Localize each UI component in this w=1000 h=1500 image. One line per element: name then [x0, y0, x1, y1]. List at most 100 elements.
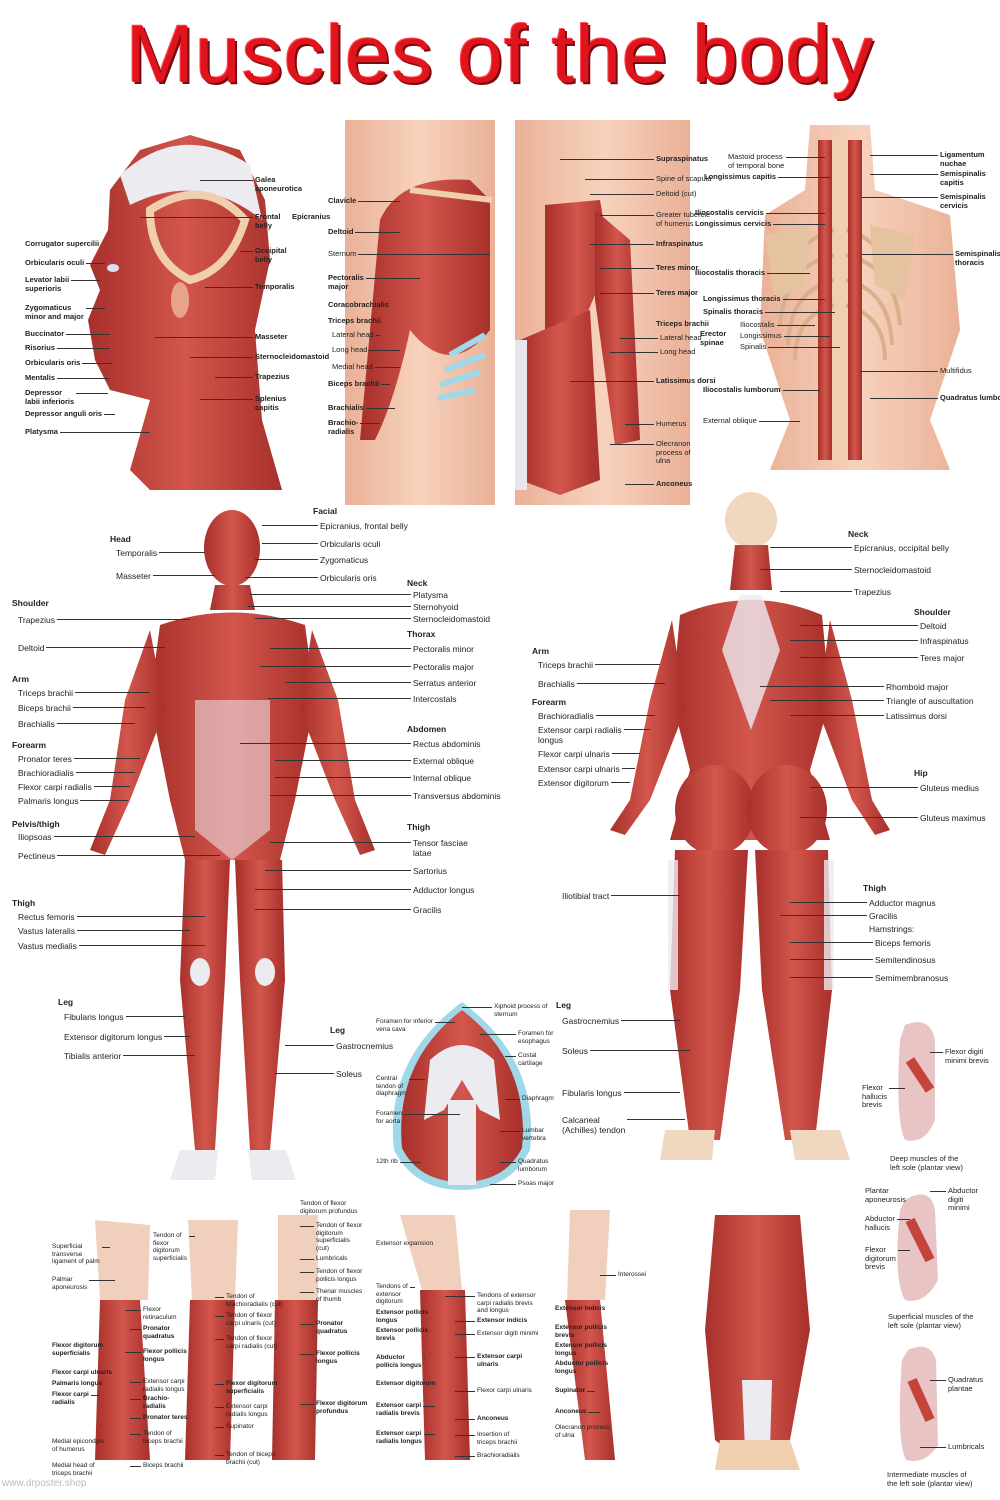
label-biceps-brachii: Biceps brachii: [328, 379, 380, 388]
leader-line: [588, 1412, 600, 1413]
label-spine-of-scapula: Spine of scapula: [656, 174, 712, 183]
label-ligamentum-nuchae: Ligamentum nuchae: [940, 150, 985, 168]
leader-line: [365, 278, 420, 279]
label-medial-head-of-triceps-brachii: Medial head of triceps brachii: [52, 1462, 95, 1477]
leader-line: [778, 177, 830, 178]
label-quadratus-lumborum: Quadratus lumborum: [518, 1158, 549, 1173]
label-infraspinatus: Infraspinatus: [656, 239, 704, 248]
heading-neck: Neck: [407, 578, 428, 588]
label-fibularis-longus: Fibularis longus: [64, 1012, 124, 1022]
leader-line: [600, 215, 654, 216]
label-soleus: Soleus: [336, 1069, 362, 1079]
label-orbicularis-oris: Orbicularis oris: [25, 358, 81, 367]
leader-line: [408, 1079, 425, 1080]
leader-line: [790, 959, 873, 960]
label-flexor-carpi-ulnaris: Flexor carpi ulnaris: [52, 1369, 112, 1376]
label-pronator-teres: Pronator teres: [143, 1414, 188, 1421]
leader-line: [215, 1427, 224, 1428]
leader-line: [455, 1321, 475, 1322]
label-serratus-anterior: Serratus anterior: [413, 678, 477, 688]
label-depressor-anguli-oris: Depressor anguli oris: [25, 409, 103, 418]
leader-line: [300, 1292, 314, 1293]
label-brachio-radialis: Brachio- radialis: [143, 1395, 170, 1410]
label-flexor-pollicis-longus: Flexor pollicis longus: [316, 1350, 360, 1365]
leader-line: [130, 1466, 141, 1467]
label-orbicularis-oculi: Orbicularis oculi: [320, 539, 381, 549]
label-deltoid-cut: Deltoid (cut): [656, 189, 697, 198]
label-semimembranosus: Semimembranosus: [875, 973, 949, 983]
leader-line: [455, 1435, 475, 1436]
leader-line: [782, 299, 825, 300]
label-flexor-retinaculum: Flexor retinaculum: [143, 1306, 177, 1321]
anterior-body-figure: [90, 510, 375, 1180]
leader-line: [621, 1020, 680, 1021]
label-deltoid: Deltoid: [18, 643, 45, 653]
leader-line: [255, 909, 411, 910]
leader-line: [409, 1287, 415, 1288]
label-sternocleidomastoid: Sternocleidomastoid: [255, 352, 330, 361]
leader-line: [300, 1404, 314, 1405]
leader-line: [889, 1088, 905, 1089]
leader-line: [800, 817, 918, 818]
label-biceps-brachii: Biceps brachii: [18, 703, 71, 713]
label-extensor-indicis: Extensor indicis: [477, 1317, 528, 1324]
leader-line: [404, 1114, 460, 1115]
label-supinator: Supinator: [555, 1387, 586, 1394]
leader-line: [255, 889, 411, 890]
leader-line: [381, 384, 390, 385]
label-supraspinatus: Supraspinatus: [656, 154, 709, 163]
leader-line: [240, 251, 253, 252]
leader-line: [374, 367, 400, 368]
label-quadratus-plantae: Quadratus plantae: [948, 1375, 984, 1393]
label-brachialis: Brachialis: [328, 403, 364, 412]
leader-line: [90, 1395, 100, 1396]
leader-line: [369, 350, 400, 351]
leader-line: [767, 273, 810, 274]
label-latissimus-dorsi: Latissimus dorsi: [656, 376, 716, 385]
leader-line: [587, 1391, 595, 1392]
label-pronator-quadratus: Pronator quadratus: [316, 1320, 348, 1335]
label-extensor-digitorum: Extensor digitorum: [538, 778, 609, 788]
label-gastrocnemius: Gastrocnemius: [336, 1041, 394, 1051]
leader-line: [790, 640, 918, 641]
label-temporalis: Temporalis: [116, 548, 158, 558]
leader-line: [82, 363, 112, 364]
label-triceps-brachii: Triceps brachii: [328, 316, 381, 325]
label-biceps-femoris: Biceps femoris: [875, 938, 931, 948]
label-sartorius: Sartorius: [413, 866, 448, 876]
label-intercostals: Intercostals: [413, 694, 457, 704]
label-extensor-carpi-ulnaris: Extensor carpi ulnaris: [538, 764, 620, 774]
leader-line: [255, 618, 411, 619]
label-platysma: Platysma: [25, 427, 58, 436]
leader-line: [800, 625, 918, 626]
label-external-oblique: External oblique: [703, 416, 757, 425]
leader-line: [790, 977, 873, 978]
leader-line: [423, 1358, 425, 1359]
label-teres-major: Teres major: [920, 653, 965, 663]
label-thenar-muscles-of-thumb: Thenar muscles of thumb: [316, 1288, 363, 1303]
heading-abdomen: Abdomen: [407, 724, 447, 734]
label-supinator: Supinator: [226, 1423, 254, 1430]
label-olecranon-process-of-ulna: Olecranon process of ulna: [656, 439, 691, 465]
leader-line: [576, 683, 665, 684]
leader-line: [57, 348, 110, 349]
leader-line: [627, 1119, 685, 1120]
label-triceps-brachii: Triceps brachii: [18, 688, 73, 698]
label-tendon-of-flexor-digitorum-profundus: Tendon of flexor digitorum profundus: [300, 1200, 358, 1215]
heading-hip: Hip: [914, 768, 928, 778]
leader-line: [75, 772, 135, 773]
label-iliocostalis: Iliocostalis: [740, 320, 775, 329]
leader-line: [786, 157, 825, 158]
label-gluteus-medius: Gluteus medius: [920, 783, 980, 793]
leader-line: [621, 768, 635, 769]
label-tendons-of-extensor-digitorum: Tendons of extensor digitorum: [376, 1283, 408, 1305]
label-semispinalis-cervicis: Semispinalis cervicis: [940, 192, 986, 210]
leader-line: [783, 336, 830, 337]
label-rectus-femoris: Rectus femoris: [18, 912, 75, 922]
label-frontal-belly: Frontal belly: [255, 212, 281, 230]
leader-line: [790, 942, 873, 943]
label-flexor-digitorum-superficialis: Flexor digitorum superficialis: [52, 1342, 104, 1357]
label-biceps-brachii: Biceps brachii: [143, 1462, 184, 1469]
label-pectoralis-major: Pectoralis major: [413, 662, 474, 672]
leader-line: [423, 1434, 435, 1435]
